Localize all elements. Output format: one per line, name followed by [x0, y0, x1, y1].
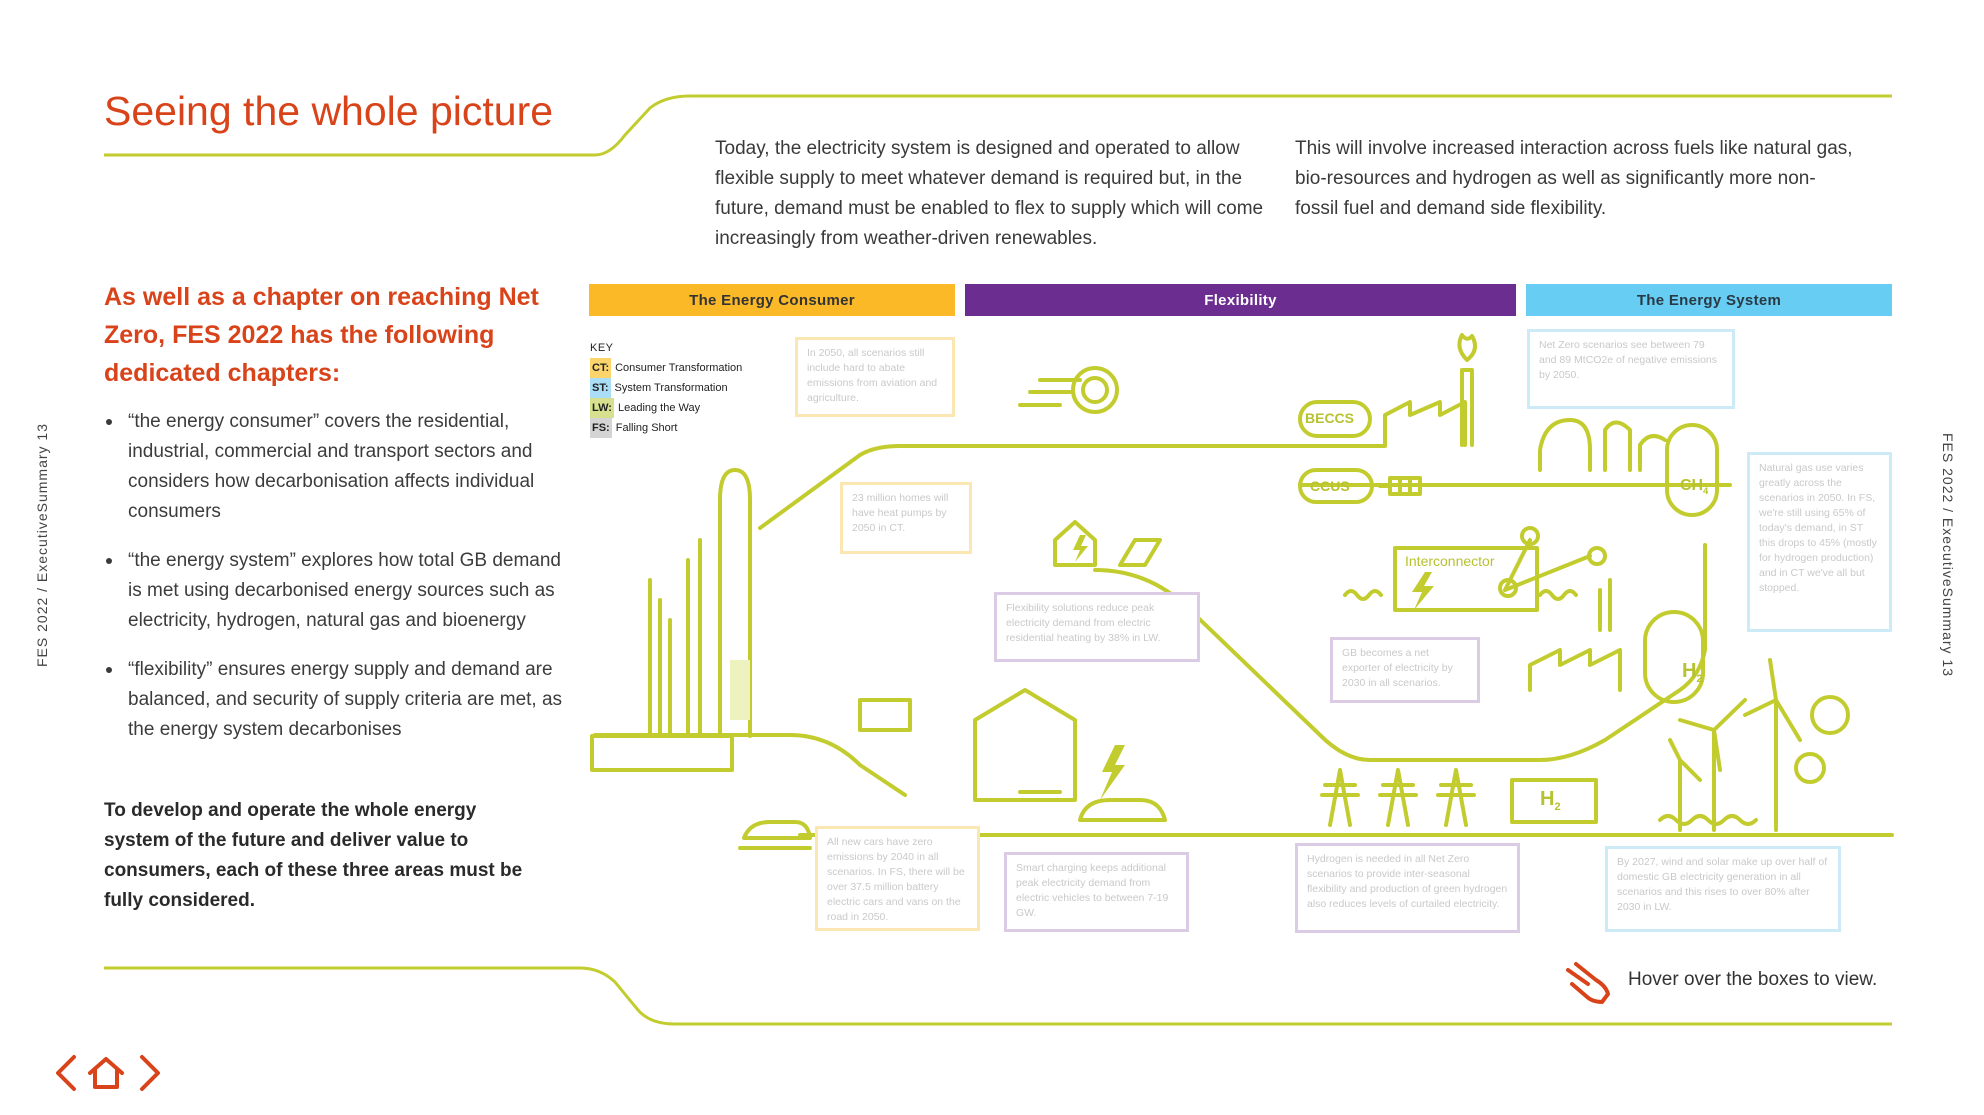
h2-container-label: H2	[1540, 788, 1561, 813]
info-box-net-exporter[interactable]: GB becomes a net exporter of electricity…	[1330, 637, 1480, 703]
info-box-hydrogen[interactable]: Hydrogen is needed in all Net Zero scena…	[1295, 843, 1520, 933]
key-item-lw: LW:Leading the Way	[590, 398, 742, 418]
info-box-flex-heating[interactable]: Flexibility solutions reduce peak electr…	[994, 592, 1200, 662]
h2-container-main: H	[1540, 788, 1555, 810]
beccs-tank	[1298, 400, 1372, 438]
info-box-wind-solar[interactable]: By 2027, wind and solar make up over hal…	[1605, 846, 1841, 932]
solar-panel-icon	[1118, 538, 1162, 567]
info-box-cars[interactable]: All new cars have zero emissions by 2040…	[815, 826, 980, 931]
beccs-factory	[1383, 400, 1467, 447]
pylon	[1320, 768, 1360, 827]
h2-plant-label: H2	[1682, 660, 1703, 685]
ccus-tank	[1298, 468, 1374, 504]
key-label-st: System Transformation	[614, 382, 728, 394]
lightning-icon	[1100, 745, 1125, 800]
lightning-icon	[1073, 535, 1088, 562]
beccs-label: BECCS	[1305, 410, 1355, 426]
info-box-natural-gas[interactable]: Natural gas use varies greatly across th…	[1747, 452, 1892, 632]
ch4-label: CH4	[1680, 477, 1708, 496]
key-item-st: ST:System Transformation	[590, 378, 742, 398]
flow-line	[593, 733, 907, 797]
h2-container	[1510, 778, 1598, 824]
pointing-hand-icon	[1566, 962, 1610, 1004]
ccus-label: CCUS	[1310, 478, 1350, 494]
car-icon	[1078, 798, 1167, 822]
key-code-lw: LW:	[590, 398, 614, 418]
h2-plant-main: H	[1682, 660, 1697, 682]
wind-turbine	[1678, 698, 1747, 832]
info-box-aviation[interactable]: In 2050, all scenarios still include har…	[795, 337, 955, 417]
ch4-tank	[1665, 423, 1719, 517]
industry-chimney	[718, 468, 752, 738]
car-icon	[742, 820, 812, 840]
wind-turbine	[1743, 658, 1802, 832]
chevron-right-icon	[140, 1055, 160, 1091]
pylon	[1436, 768, 1476, 827]
nav-previous-button[interactable]	[46, 1051, 86, 1095]
sea-waves-icon	[1343, 589, 1578, 601]
key-label-lw: Leading the Way	[617, 402, 701, 414]
page-title: Seeing the whole picture	[104, 88, 554, 134]
truck-icon	[858, 698, 912, 732]
sea-waves-icon	[1658, 814, 1758, 826]
key-code-ct: CT:	[590, 358, 612, 378]
flexibility-bar: Flexibility	[965, 284, 1516, 316]
bullet-flexibility: “flexibility” ensures energy supply and …	[104, 655, 574, 745]
wind-lines	[1018, 378, 1082, 407]
chapters-subheading: As well as a chapter on reaching Net Zer…	[104, 283, 539, 387]
key-code-st: ST:	[590, 378, 611, 398]
nav-next-button[interactable]	[130, 1051, 170, 1095]
wind-swirl	[1071, 366, 1119, 414]
chapter-bullet-list: “the energy consumer” covers the residen…	[104, 407, 574, 764]
key-item-fs: FS:Falling Short	[590, 418, 742, 438]
key-code-fs: FS:	[590, 418, 612, 438]
home-icon	[88, 1057, 124, 1089]
energy-consumer-bar: The Energy Consumer	[589, 284, 955, 316]
intro-right-paragraph: This will involve increased interaction …	[1295, 138, 1853, 219]
intro-left-paragraph: Today, the electricity system is designe…	[715, 138, 1264, 249]
h2-plant-subscript: 2	[1696, 673, 1703, 685]
hover-hint-text: Hover over the boxes to view.	[1628, 969, 1878, 990]
lightning-icon	[1412, 572, 1434, 610]
flow-line	[758, 444, 1387, 530]
industry-base	[590, 734, 734, 772]
info-box-negative-emissions[interactable]: Net Zero scenarios see between 79 and 89…	[1527, 329, 1735, 409]
ch4-main: CH	[1680, 477, 1704, 494]
info-box-smart-charging[interactable]: Smart charging keeps additional peak ele…	[1004, 852, 1189, 932]
chevron-left-icon	[56, 1055, 76, 1091]
wave-swirl	[1810, 695, 1850, 735]
key-label-fs: Falling Short	[615, 422, 678, 434]
house-icon	[973, 688, 1077, 802]
interconnector-label: Interconnector	[1405, 553, 1495, 569]
nav-home-button[interactable]	[84, 1051, 128, 1095]
gas-plant	[1538, 418, 1592, 472]
key-title: KEY	[590, 342, 614, 354]
flow-line	[1093, 543, 1707, 762]
info-box-heat-pumps[interactable]: 23 million homes will have heat pumps by…	[840, 482, 972, 554]
bullet-energy-consumer: “the energy consumer” covers the residen…	[104, 407, 574, 527]
flame-icon	[1457, 333, 1478, 362]
ch4-subscript: 4	[1703, 486, 1709, 497]
bullet-energy-system: “the energy system” explores how total G…	[104, 546, 574, 636]
h2-factory	[1528, 648, 1622, 692]
h2-tank	[1643, 610, 1705, 704]
key-item-ct: CT:Consumer Transformation	[590, 358, 742, 378]
closing-statement: To develop and operate the whole energy …	[104, 800, 523, 911]
h2-container-subscript: 2	[1554, 801, 1561, 813]
scenario-key: KEY CT:Consumer Transformation ST:System…	[590, 338, 742, 438]
energy-system-bar: The Energy System	[1526, 284, 1892, 316]
house-icon	[1053, 520, 1097, 567]
pylon	[1378, 768, 1418, 827]
key-label-ct: Consumer Transformation	[615, 362, 743, 374]
